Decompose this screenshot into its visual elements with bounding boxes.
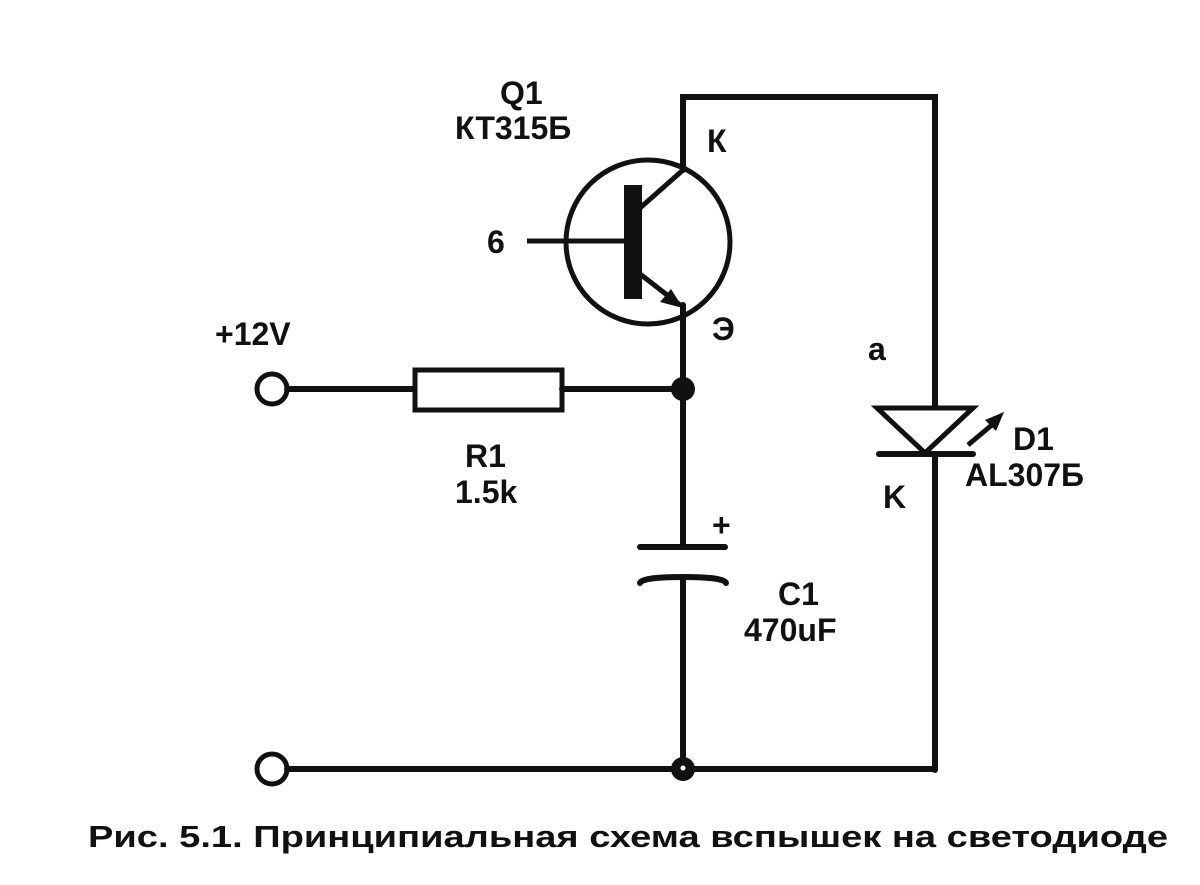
led-arrowhead [985,412,1004,431]
led-light-arrow [966,422,995,447]
led-gap [925,408,945,454]
transistor-part: КТ315Б [455,110,571,146]
junction-dot-top [671,377,695,401]
base-label: 6 [487,224,505,260]
resistor-body [412,367,565,413]
collector-wire [680,94,938,773]
collector-label: К [707,123,727,159]
led-part: AL307Б [965,457,1084,493]
led-triangle [870,405,980,457]
resistor-value: 1.5k [455,474,517,510]
capacitor-polarity: + [712,507,731,543]
junction-dot-center [680,765,686,771]
led-cathode-label: K [883,479,906,515]
figure-caption: Рис. 5.1. Принципиальная схема вспышек н… [88,819,1168,854]
capacitor-value: 470uF [744,612,836,648]
capacitor-gap [670,548,696,576]
emitter-label: Э [712,311,735,347]
collector-lead [638,168,685,210]
power-label: +12V [215,316,291,352]
power-terminal [254,371,290,407]
resistor-ref: R1 [465,438,506,474]
ground-terminal [254,751,290,787]
emitter-arrow [660,289,683,308]
capacitor-ref: C1 [778,576,819,612]
led-anode-label: a [868,331,886,367]
capacitor-plate-negative [637,573,729,586]
led-ref: D1 [1013,421,1054,457]
transistor-base-bar [624,185,642,299]
transistor-ref: Q1 [500,75,543,111]
